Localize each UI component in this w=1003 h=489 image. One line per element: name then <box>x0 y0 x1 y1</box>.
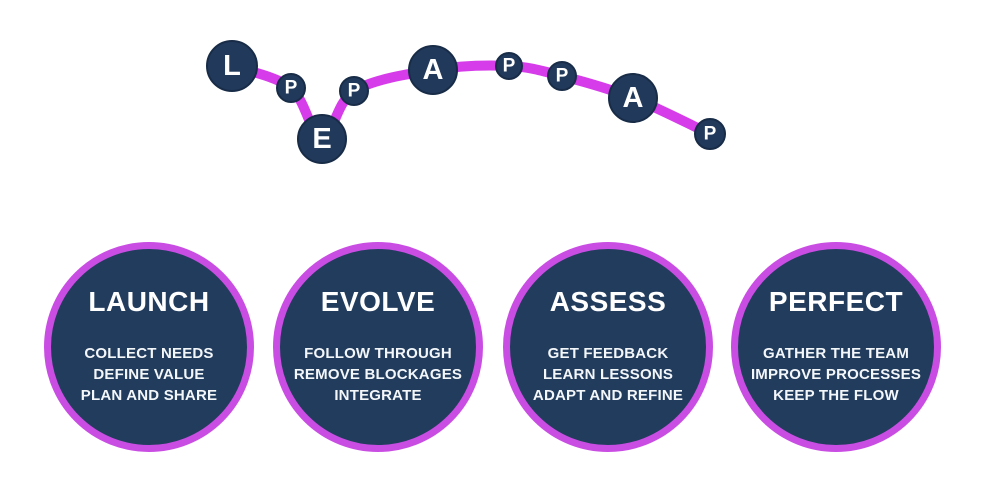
stage-title: EVOLVE <box>320 286 436 317</box>
node-circle <box>276 73 306 103</box>
stage-title: LAUNCH <box>88 286 210 317</box>
stage-description: GATHER THE TEAM IMPROVE PROCESSES KEEP T… <box>738 343 934 406</box>
node-letter: P <box>556 66 569 87</box>
path-node-p: P <box>339 76 369 106</box>
node-circle <box>547 61 577 91</box>
node-letter: A <box>623 82 644 114</box>
path-node-p: P <box>276 73 306 103</box>
stage-line: INTEGRATE <box>334 387 422 404</box>
stage-line: IMPROVE PROCESSES <box>750 366 922 383</box>
stage-circle-launch: LAUNCH COLLECT NEEDS DEFINE VALUE PLAN A… <box>44 242 254 452</box>
stage-line: LEARN LESSONS <box>542 366 674 383</box>
node-circle <box>694 118 726 150</box>
stage-description: GET FEEDBACK LEARN LESSONS ADAPT AND REF… <box>510 343 706 406</box>
path-node-p: P <box>547 61 577 91</box>
node-circle <box>408 45 458 95</box>
stage-circle-perfect: PERFECT GATHER THE TEAM IMPROVE PROCESSE… <box>731 242 941 452</box>
path-node-a: A <box>608 73 658 123</box>
stage-description: COLLECT NEEDS DEFINE VALUE PLAN AND SHAR… <box>51 343 247 406</box>
stage-line: GATHER THE TEAM <box>762 345 910 362</box>
path-node-e: E <box>297 114 347 164</box>
path-node-p: P <box>694 118 726 150</box>
stage-line: PLAN AND SHARE <box>80 387 218 404</box>
stage-line: DEFINE VALUE <box>93 366 205 383</box>
node-circle <box>297 114 347 164</box>
stage-line: REMOVE BLOCKAGES <box>293 366 463 383</box>
node-letter: P <box>285 78 298 99</box>
stage-line: ADAPT AND REFINE <box>532 387 684 404</box>
node-circle <box>339 76 369 106</box>
stage-line: COLLECT NEEDS <box>84 345 214 362</box>
node-letter: P <box>503 56 516 77</box>
node-letter: L <box>223 50 241 82</box>
stage-line: GET FEEDBACK <box>547 345 669 362</box>
stage-line: KEEP THE FLOW <box>773 387 899 404</box>
path-node-a: A <box>408 45 458 95</box>
stage-title: ASSESS <box>549 286 667 317</box>
stage-line: FOLLOW THROUGH <box>304 345 452 362</box>
path-node-l: L <box>206 40 258 92</box>
node-letter: E <box>312 123 331 155</box>
node-circle <box>608 73 658 123</box>
path-node-p: P <box>495 52 523 80</box>
node-letter: P <box>348 81 361 102</box>
stage-circle-assess: ASSESS GET FEEDBACK LEARN LESSONS ADAPT … <box>503 242 713 452</box>
stage-description: FOLLOW THROUGH REMOVE BLOCKAGES INTEGRAT… <box>280 343 476 406</box>
stage-circle-evolve: EVOLVE FOLLOW THROUGH REMOVE BLOCKAGES I… <box>273 242 483 452</box>
node-circle <box>206 40 258 92</box>
stage-title: PERFECT <box>768 286 904 317</box>
node-letter: P <box>704 124 717 145</box>
node-circle <box>495 52 523 80</box>
node-letter: A <box>423 54 444 86</box>
